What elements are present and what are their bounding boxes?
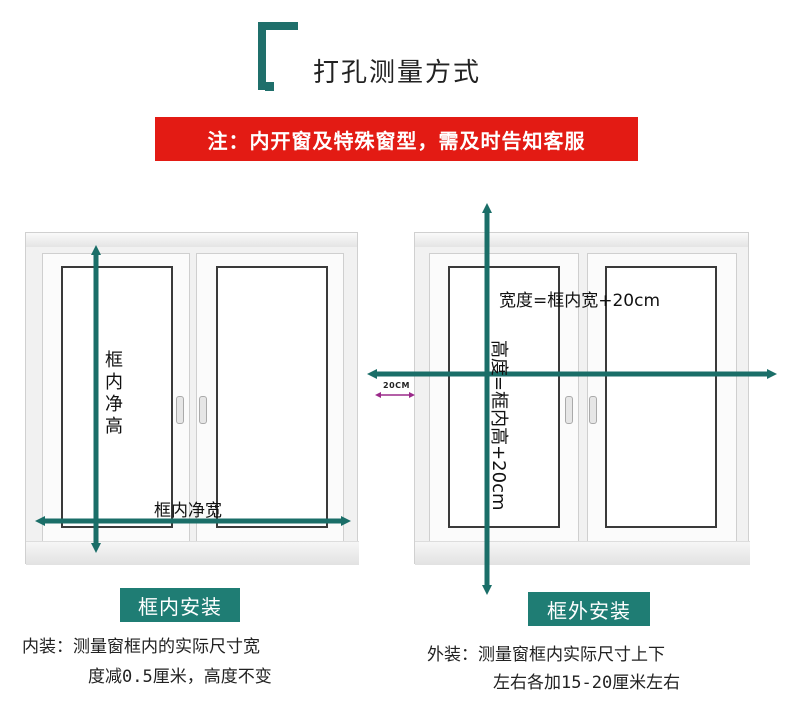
left-window: [25, 232, 359, 565]
page-title: 打孔测量方式: [313, 58, 482, 88]
window-sill: [415, 541, 750, 565]
right-handle-icon: [199, 396, 207, 424]
window-sill: [26, 541, 359, 565]
inner-height-label: 框内净高: [105, 350, 123, 437]
inner-install-badge: 框内安装: [120, 588, 240, 622]
offset-label: 20CM: [383, 381, 410, 390]
inner-width-label: 框内净宽: [154, 501, 222, 521]
inner-install-desc-line1: 内装：测量窗框内的实际尺寸宽: [22, 637, 260, 657]
left-glass-pane: [448, 266, 560, 528]
left-glass-pane: [61, 266, 173, 528]
outer-width-label: 宽度=框内宽+20cm: [499, 291, 661, 311]
right-glass-pane: [605, 266, 717, 528]
outer-height-label: 高度=框内高+20cm: [488, 340, 509, 511]
right-glass-pane: [216, 266, 328, 528]
title-dot-icon: [265, 82, 274, 91]
right-handle-icon: [589, 396, 597, 424]
title-bracket-icon: [258, 22, 298, 90]
left-handle-icon: [176, 396, 184, 424]
outer-install-desc-line2: 左右各加15-20厘米左右: [493, 673, 681, 693]
window-top-frame: [26, 233, 357, 247]
section-title: 打孔测量方式: [258, 22, 558, 92]
inner-install-desc-line2: 度减0.5厘米，高度不变: [88, 667, 272, 687]
outer-install-desc-line1: 外装：测量窗框内实际尺寸上下: [427, 645, 665, 665]
left-handle-icon: [565, 396, 573, 424]
outer-install-badge: 框外安装: [528, 592, 650, 626]
right-window: [414, 232, 750, 565]
window-top-frame: [415, 233, 748, 247]
notice-banner: 注：内开窗及特殊窗型，需及时告知客服: [155, 117, 638, 161]
